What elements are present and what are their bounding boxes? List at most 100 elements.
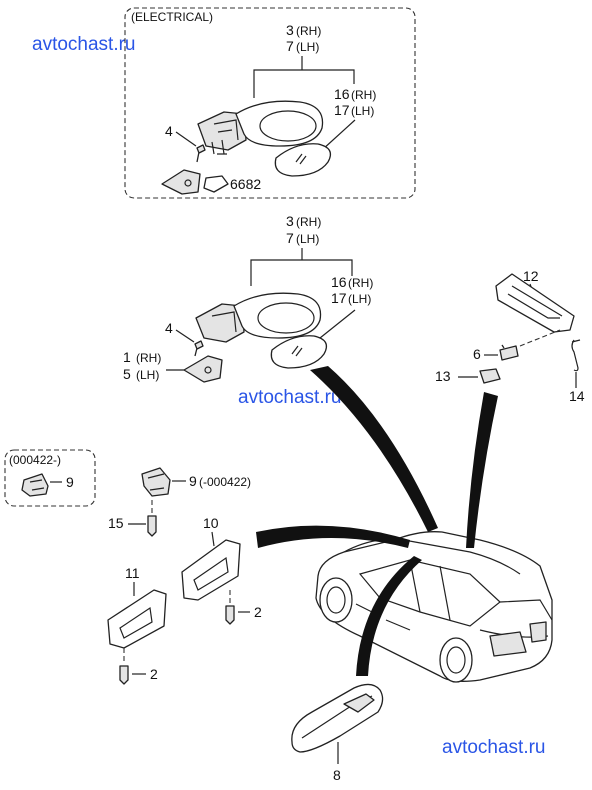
inside-rearview-mirror bbox=[291, 683, 384, 753]
label-part-15: 15 bbox=[108, 515, 124, 531]
car-wheel-rear-hub bbox=[446, 646, 466, 674]
leader-16-17-manual bbox=[319, 309, 356, 339]
leader-16-17 bbox=[321, 119, 356, 151]
grip-handle-group: 12 6 13 14 bbox=[435, 268, 585, 404]
label-part-16: 16 bbox=[334, 86, 350, 102]
pointer-swoosh-inside-mirror bbox=[356, 556, 422, 676]
mirror-glass-manual-hatch bbox=[291, 345, 303, 357]
inside-mirror-mount bbox=[343, 693, 375, 713]
mirror-housing-electrical bbox=[235, 100, 324, 147]
label-part-11: 11 bbox=[125, 565, 140, 581]
manual-mirror-group: 3 (RH) 7 (LH) 16 (RH) 17 (LH) 4 1 (RH) 5… bbox=[123, 213, 373, 383]
label-part-1: 1 bbox=[123, 349, 131, 365]
mirror-base-detail bbox=[213, 119, 239, 141]
grip-handle-dashed-axis bbox=[519, 329, 561, 347]
label-part-10: 10 bbox=[203, 515, 219, 531]
car-illustration bbox=[315, 531, 553, 683]
label-part-5: 5 bbox=[123, 366, 131, 382]
bracket-manual-hole bbox=[204, 366, 212, 374]
leader-10 bbox=[211, 531, 215, 547]
label-part-17: 17 bbox=[334, 102, 350, 118]
watermark-middle: avtochast.ru bbox=[238, 387, 342, 408]
label-part-2a: 2 bbox=[254, 604, 262, 620]
leader-4-manual bbox=[175, 329, 195, 343]
screw-icon-electrical bbox=[196, 144, 206, 163]
label-part-4-electrical: 4 bbox=[165, 123, 173, 139]
leader-3-7 bbox=[253, 69, 355, 98]
car-wheel-front bbox=[319, 577, 353, 623]
label-part-14: 14 bbox=[569, 388, 585, 404]
electrical-box-frame bbox=[124, 7, 416, 199]
label-part-16-manual: 16 bbox=[331, 274, 347, 290]
car-wheel-rear bbox=[439, 637, 473, 683]
sunvisor-11-mirror bbox=[119, 606, 153, 639]
label-part-12: 12 bbox=[523, 268, 539, 284]
hook-clip-icon bbox=[571, 339, 579, 372]
car-wheel-front-hub bbox=[326, 586, 346, 614]
sunvisor-holder-box-frame bbox=[4, 449, 96, 507]
inside-mirror-group: 8 bbox=[291, 683, 384, 783]
car-license-plate bbox=[489, 631, 527, 657]
label-part-4-manual: 4 bbox=[165, 320, 173, 336]
label-part-9-range: (-000422) bbox=[199, 475, 251, 489]
mirror-base-manual-detail bbox=[211, 311, 237, 333]
grip-handle-inner bbox=[507, 285, 563, 319]
screw-icon-grip bbox=[499, 344, 519, 361]
sunvisor-11 bbox=[107, 589, 167, 649]
screw-icon-2a bbox=[225, 605, 235, 625]
mirror-housing-manual bbox=[233, 292, 322, 339]
sunvisor-holder-icon-new-detail bbox=[29, 479, 45, 491]
label-part-5-side: (LH) bbox=[136, 368, 159, 382]
hook-clip-top bbox=[571, 339, 581, 343]
sunvisor-10-mirror bbox=[193, 556, 229, 591]
label-part-17-manual: 17 bbox=[331, 290, 347, 306]
label-part-3-manual: 3 bbox=[286, 213, 294, 229]
car-roofline bbox=[343, 538, 521, 575]
label-part-17-side: (LH) bbox=[351, 104, 374, 118]
label-part-7-side: (LH) bbox=[296, 40, 319, 54]
pointer-swoosh-sunvisor bbox=[256, 525, 410, 548]
screw-icon-15 bbox=[147, 515, 157, 537]
screw-icon-2b bbox=[119, 665, 129, 685]
label-part-2b: 2 bbox=[150, 666, 158, 682]
mirror-bracket-manual bbox=[183, 355, 223, 383]
sunvisor-holder-box: (000422-) 9 bbox=[4, 449, 96, 507]
label-part-3: 3 bbox=[286, 22, 294, 38]
label-part-7-manual: 7 bbox=[286, 230, 294, 246]
label-part-6: 6 bbox=[473, 346, 481, 362]
mirror-housing-rim bbox=[259, 110, 317, 142]
label-part-13: 13 bbox=[435, 368, 451, 384]
mirror-glass-hatch bbox=[295, 153, 307, 165]
sunvisor-holder-icon-old-detail bbox=[147, 473, 165, 491]
sunvisor-10 bbox=[181, 539, 241, 601]
sunvisor-holder-icon-new bbox=[21, 473, 49, 497]
bracket-hole bbox=[184, 179, 192, 187]
mirror-housing-manual-rim bbox=[257, 302, 315, 334]
pointer-swoosh-mirror bbox=[310, 366, 438, 532]
electrical-mirror-group: (ELECTRICAL) 3 (RH) 7 (LH) 16 (RH) 17 (L… bbox=[124, 7, 416, 199]
label-part-17-manual-side: (LH) bbox=[348, 292, 371, 306]
sunvisor-group: 9 (-000422) 15 10 2 11 2 bbox=[107, 467, 262, 685]
screw-icon-manual bbox=[194, 340, 204, 357]
electrical-box-title: (ELECTRICAL) bbox=[131, 10, 213, 24]
label-part-6682: 6682 bbox=[230, 176, 261, 192]
cap-icon-grip bbox=[479, 368, 501, 384]
label-part-3-manual-side: (RH) bbox=[296, 215, 321, 229]
leader-4-electrical bbox=[175, 131, 197, 147]
label-part-16-side: (RH) bbox=[351, 88, 376, 102]
label-part-7-manual-side: (LH) bbox=[296, 232, 319, 246]
label-part-7: 7 bbox=[286, 38, 294, 54]
sunvisor-holder-box-title: (000422-) bbox=[9, 453, 61, 467]
label-part-9-main: 9 bbox=[189, 473, 197, 489]
label-part-3-side: (RH) bbox=[296, 24, 321, 38]
sunvisor-holder-icon-old bbox=[141, 467, 171, 497]
watermark-bottom: avtochast.ru bbox=[442, 737, 546, 758]
connector-6682-icon bbox=[203, 175, 229, 193]
watermark-top: avtochast.ru bbox=[32, 34, 136, 55]
car-tail-light bbox=[529, 621, 547, 643]
pointer-swoosh-grip bbox=[466, 392, 498, 548]
label-part-8: 8 bbox=[333, 767, 341, 783]
mirror-bracket-electrical bbox=[161, 169, 201, 195]
connector-wires-icon bbox=[211, 139, 227, 155]
label-part-16-manual-side: (RH) bbox=[348, 276, 373, 290]
